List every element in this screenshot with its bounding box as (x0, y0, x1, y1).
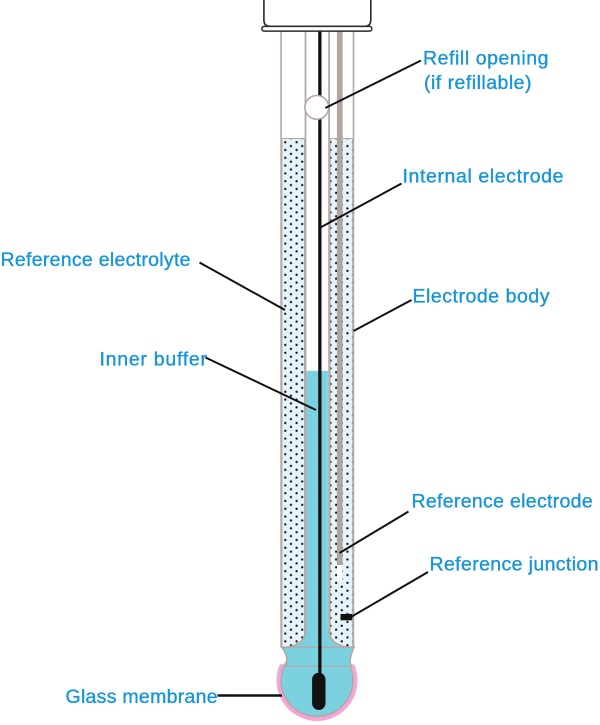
svg-text:Internal electrode: Internal electrode (403, 166, 564, 188)
svg-text:Reference electrolyte: Reference electrolyte (1, 249, 191, 271)
svg-text:(if refillable): (if refillable) (424, 72, 532, 94)
svg-text:Electrode body: Electrode body (413, 286, 550, 308)
svg-text:Reference junction: Reference junction (430, 554, 599, 576)
svg-text:Glass membrane: Glass membrane (66, 686, 218, 708)
svg-text:Reference electrode: Reference electrode (412, 491, 593, 513)
svg-text:Inner buffer: Inner buffer (100, 349, 208, 371)
svg-text:Refill opening: Refill opening (423, 48, 549, 70)
